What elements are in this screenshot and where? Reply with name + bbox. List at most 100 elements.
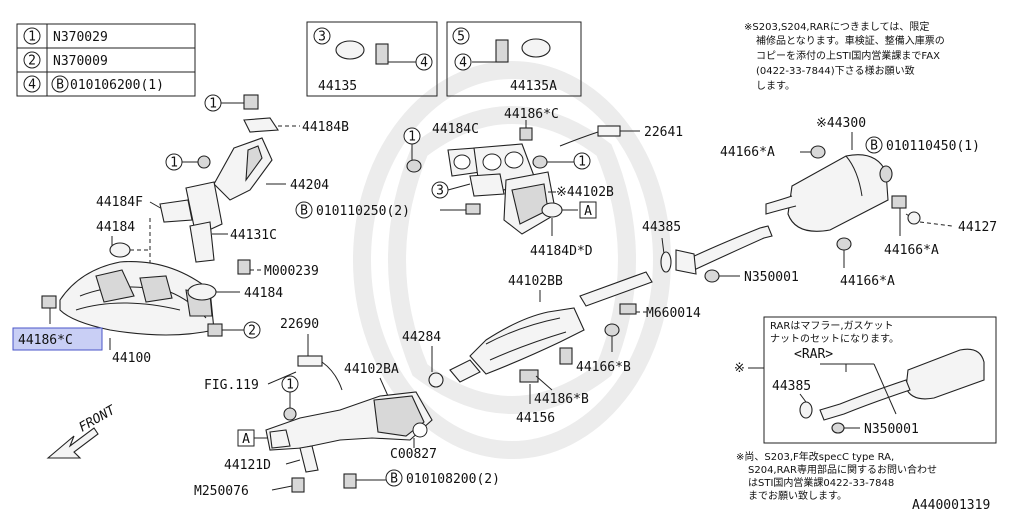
label-front: FRONT xyxy=(77,402,119,435)
legend-b-mark: B xyxy=(56,78,64,93)
note-top-line-1: ※S203,S204,RARにつきましては、限定 xyxy=(744,20,929,33)
b-mark-010110450: B xyxy=(870,139,878,154)
label-44102BB: 44102BB xyxy=(508,274,563,289)
label-44184-b: 44184 xyxy=(244,286,283,301)
note-bottom-line-3: はSTI国内営業課0422-33-7848 xyxy=(748,476,894,489)
nut-icon xyxy=(243,94,259,110)
resonator-body xyxy=(469,307,585,375)
label-44204: 44204 xyxy=(290,178,329,193)
ref-box-A-2: A xyxy=(242,432,250,447)
label-44186C: 44186*C xyxy=(504,107,559,122)
note-top-line-2: 補修品となります。車検証、整備入庫票の xyxy=(756,34,945,47)
manifold-assembly: 1 44184B 44204 1 44184F 44184 44131C M00… xyxy=(12,94,349,366)
label-44184C: 44184C xyxy=(432,122,479,137)
kit-right-key-side: 4 xyxy=(459,56,467,71)
label-44184B: 44184B xyxy=(302,120,349,135)
rar-title: <RAR> xyxy=(794,347,833,362)
label-M000239: M000239 xyxy=(264,264,319,279)
note-top-line-4: (0422-33-7844)下さる様お願い致 xyxy=(756,64,915,77)
label-44102B: ※44102B xyxy=(556,185,614,200)
label-C00827: C00827 xyxy=(390,447,437,462)
label-44102BA: 44102BA xyxy=(344,362,399,377)
label-44385: 44385 xyxy=(642,220,681,235)
center-resonator-assembly: 44102BB M660014 44166*B 44284 44186*B 44… xyxy=(402,271,701,426)
b-mark-010110250: B xyxy=(300,204,308,219)
ref-box-A-1: A xyxy=(584,204,592,219)
label-44186C-highlighted[interactable]: 44186*C xyxy=(18,333,73,348)
front-arrow-icon xyxy=(46,427,99,459)
lower-pipe-assembly: 22690 FIG.119 1 44102BA A 44121D C00827 … xyxy=(194,317,500,499)
label-44186B: 44186*B xyxy=(534,392,589,407)
rar-part-N350001: N350001 xyxy=(864,422,919,437)
rar-box: RARはマフラー,ガスケット ナットのセットになります。 <RAR> ※ 443… xyxy=(734,316,997,444)
legend-table: 1 N370029 2 N370009 4 B 010106200(1) xyxy=(16,23,196,97)
kit-right-key-top: 5 xyxy=(457,30,465,45)
label-B010110450: 010110450(1) xyxy=(886,139,980,154)
label-M250076: M250076 xyxy=(194,484,249,499)
o2-sensor-icon xyxy=(597,125,621,137)
center-pipe-assembly: 1 44184C 44186*C 1 22641 3 ※44102B B 010… xyxy=(295,107,683,259)
note-top: ※S203,S204,RARにつきましては、限定 補修品となります。車検証、整備… xyxy=(744,20,945,92)
ref-1-d: 1 xyxy=(578,155,586,170)
muffler-body xyxy=(787,154,889,232)
ref-1-e: 1 xyxy=(286,378,294,393)
label-44100: 44100 xyxy=(112,351,151,366)
label-44184-a: 44184 xyxy=(96,220,135,235)
kit-right-part: 44135A xyxy=(510,79,557,94)
highlight-44186C[interactable] xyxy=(12,327,103,351)
ref-2: 2 xyxy=(248,324,256,339)
figure-id: A440001319 xyxy=(912,498,990,512)
kit-box-44135A: 5 4 44135A xyxy=(446,21,582,97)
label-44184F: 44184F xyxy=(96,195,143,210)
kit-box-44135: 3 4 44135 xyxy=(306,21,438,97)
legend-code-2: N370009 xyxy=(53,54,108,69)
rar-line-2: ナットのセットになります。 xyxy=(770,333,899,345)
rar-line-1: RARはマフラー,ガスケット xyxy=(770,320,894,332)
kit-left-key-top: 3 xyxy=(318,30,326,45)
kit-left-part: 44135 xyxy=(318,79,357,94)
rar-part-44385: 44385 xyxy=(772,379,811,394)
label-B010110250: 010110250(2) xyxy=(316,204,410,219)
ref-1-b: 1 xyxy=(170,156,178,171)
label-44121D: 44121D xyxy=(224,458,271,473)
label-44166A-1: 44166*A xyxy=(720,145,775,160)
label-44131C: 44131C xyxy=(230,228,277,243)
bolt-icon xyxy=(41,295,57,309)
legend-key-1: 1 xyxy=(28,30,36,45)
label-44166A-2: 44166*A xyxy=(884,243,939,258)
rear-muffler-assembly: ※44300 44166*A B 010110450(1) 44127 4416… xyxy=(642,116,997,289)
rar-asterisk: ※ xyxy=(734,361,745,376)
note-bottom-line-2: S204,RAR専用部品に関するお問い合わせ xyxy=(748,463,937,476)
b-mark-010108200: B xyxy=(390,472,398,487)
front-arrow: FRONT xyxy=(46,402,119,459)
note-bottom: ※尚、S203,F年改specC type RA, S204,RAR専用部品に関… xyxy=(736,450,937,502)
ref-3: 3 xyxy=(436,184,444,199)
label-44300: ※44300 xyxy=(816,116,866,131)
legend-key-4: 4 xyxy=(28,78,36,93)
legend-code-4: 010106200(1) xyxy=(70,78,164,93)
ref-1-a: 1 xyxy=(209,97,217,112)
note-top-line-3: コピーを添付の上STI国内営業課までFAX xyxy=(756,49,940,62)
legend-code-1: N370029 xyxy=(53,30,108,45)
label-44284: 44284 xyxy=(402,330,441,345)
stud-icon xyxy=(237,259,251,275)
note-top-line-5: します。 xyxy=(756,80,795,92)
label-N350001: N350001 xyxy=(744,270,799,285)
label-FIG119: FIG.119 xyxy=(204,378,259,393)
ref-1-c: 1 xyxy=(408,130,416,145)
label-22690: 22690 xyxy=(280,317,319,332)
kit-left-key-side: 4 xyxy=(420,56,428,71)
label-44166A-3: 44166*A xyxy=(840,274,895,289)
label-44156: 44156 xyxy=(516,411,555,426)
label-44127: 44127 xyxy=(958,220,997,235)
label-44184DD: 44184D*D xyxy=(530,244,593,259)
sensor-icon xyxy=(297,355,323,367)
legend-key-2: 2 xyxy=(28,54,36,69)
label-M660014: M660014 xyxy=(646,306,701,321)
label-22641: 22641 xyxy=(644,125,683,140)
label-B010108200: 010108200(2) xyxy=(406,472,500,487)
note-bottom-line-4: までお願い致します。 xyxy=(748,489,847,502)
note-bottom-line-1: ※尚、S203,F年改specC type RA, xyxy=(736,450,894,463)
label-44166B: 44166*B xyxy=(576,360,631,375)
